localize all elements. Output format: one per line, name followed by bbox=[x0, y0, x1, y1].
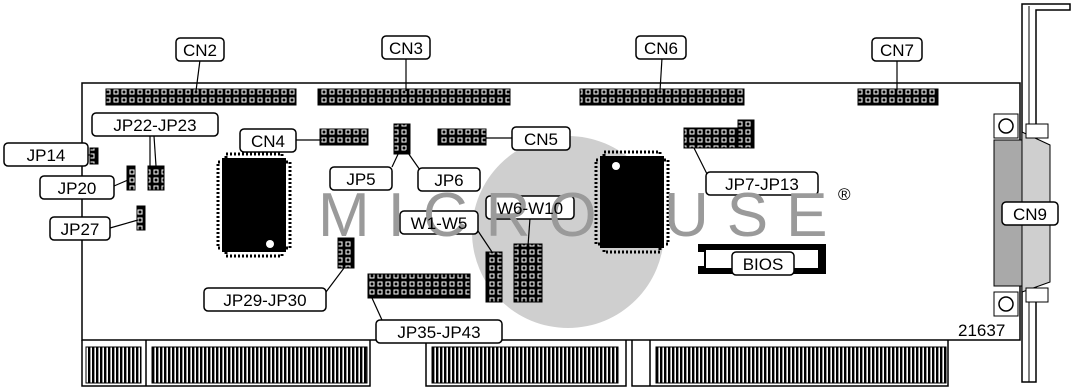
jp20-header bbox=[126, 165, 136, 191]
label-jp35-jp43: JP35-JP43 bbox=[397, 323, 480, 342]
jp14-header bbox=[89, 147, 99, 165]
w6-w10-header bbox=[513, 243, 543, 303]
label-cn3: CN3 bbox=[389, 39, 423, 58]
cn2-header bbox=[105, 88, 297, 106]
jp22-jp23-header bbox=[147, 165, 165, 191]
jp27-header bbox=[136, 205, 146, 231]
edge-fingers-3 bbox=[431, 346, 619, 384]
cn5-header bbox=[437, 128, 487, 146]
left-chip bbox=[216, 152, 292, 258]
label-jp22-jp23: JP22-JP23 bbox=[113, 116, 196, 135]
watermark-text-right: USE bbox=[664, 181, 845, 250]
edge-fingers-2 bbox=[151, 346, 368, 384]
label-cn6: CN6 bbox=[644, 39, 678, 58]
label-bios: BIOS bbox=[743, 255, 784, 274]
jp35-jp43-header bbox=[367, 273, 471, 299]
label-cn2: CN2 bbox=[183, 41, 217, 60]
jp5-jp6-header bbox=[393, 123, 411, 155]
watermark-text-left: MICRO bbox=[318, 181, 615, 250]
board-number: 21637 bbox=[958, 321, 1005, 340]
label-cn9: CN9 bbox=[1013, 205, 1047, 224]
cn3-header bbox=[317, 88, 511, 106]
label-jp14: JP14 bbox=[27, 146, 66, 165]
watermark-registered: ® bbox=[838, 185, 851, 204]
cn7-header bbox=[857, 88, 939, 106]
label-cn4: CN4 bbox=[251, 132, 285, 151]
label-cn5: CN5 bbox=[524, 130, 558, 149]
jp7-jp13-header-a bbox=[683, 127, 739, 149]
label-jp6: JP6 bbox=[434, 171, 463, 190]
label-jp27: JP27 bbox=[61, 220, 100, 239]
label-w6-w10: W6-W10 bbox=[497, 199, 563, 218]
label-w1-w5: W1-W5 bbox=[411, 214, 468, 233]
board-bottom-edge bbox=[81, 340, 949, 387]
label-jp5: JP5 bbox=[346, 170, 375, 189]
w1-w5-header bbox=[485, 251, 503, 303]
cn4-header bbox=[319, 128, 369, 146]
cn6-header bbox=[579, 88, 745, 106]
right-chip bbox=[594, 150, 670, 254]
edge-fingers-4 bbox=[655, 346, 947, 384]
label-jp20: JP20 bbox=[58, 179, 97, 198]
jp29-jp30-header bbox=[337, 237, 355, 269]
label-jp7-jp13: JP7-JP13 bbox=[725, 175, 799, 194]
cn9-screw-bottom bbox=[993, 291, 1019, 317]
mounting-bracket bbox=[1021, 3, 1071, 383]
label-cn7: CN7 bbox=[880, 41, 914, 60]
label-jp29-jp30: JP29-JP30 bbox=[223, 291, 306, 310]
edge-fingers-1 bbox=[85, 346, 142, 384]
jp7-jp13-header-b bbox=[737, 119, 755, 149]
board-outline bbox=[81, 82, 1021, 341]
